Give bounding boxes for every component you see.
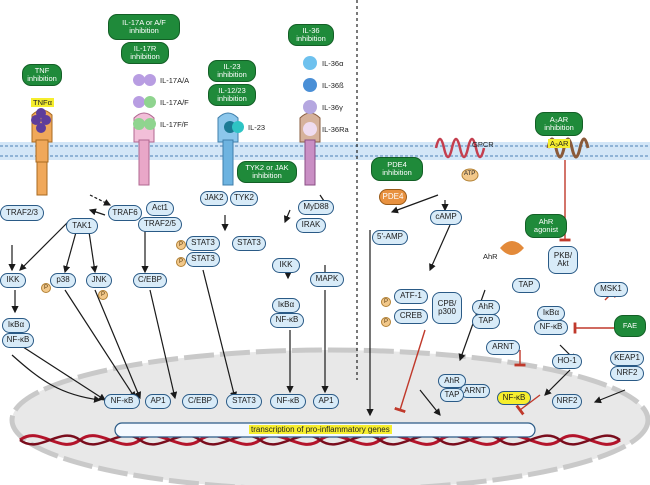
phospho-marker: P <box>176 257 186 267</box>
nuclear-ap1-b: AP1 <box>313 394 339 409</box>
gpcr-receptor <box>434 137 486 159</box>
il17-inhibition-label: IL-17A or A/F inhibition <box>108 14 180 40</box>
nuclear-nfkb-c: NF-κB <box>497 391 531 405</box>
ahr-cyto-node: AhR <box>472 300 500 315</box>
il23-inhibition-label: IL-23 inhibition <box>208 60 256 82</box>
il36-ligands <box>303 56 317 136</box>
atf1-node: ATF-1 <box>394 289 428 304</box>
transcription-label: transcription of pro-inflammatory genes <box>249 425 392 434</box>
il17af-label: IL-17A/F <box>160 98 189 107</box>
ahr-ligand-label: AhR <box>483 252 498 261</box>
nuclear-tap: TAP <box>440 388 464 402</box>
myd88-node: MyD88 <box>298 200 334 215</box>
il17ff-label: IL-17F/F <box>160 120 189 129</box>
inhibition-arrows <box>394 160 617 416</box>
nuclear-cebp: C/EBP <box>182 394 218 409</box>
a3ar-label: A₃AR <box>548 139 571 148</box>
transcription-text: transcription of pro-inflammatory genes <box>249 425 392 434</box>
nfkb-node-right: NF-κB <box>534 320 568 335</box>
nuclear-nfkb-b: NF-κB <box>270 394 306 409</box>
il36ra-label: IL-36Ra <box>322 125 349 134</box>
a3ar-inhibition-label: A₃AR inhibition <box>535 112 583 136</box>
pde4-node: PDE4 <box>379 189 407 205</box>
pde4-inhibition-label: PDE4 inhibition <box>371 157 423 181</box>
il36-inhibition-label: IL-36 inhibition <box>288 24 334 46</box>
nuclear-nfkb-a: NF-κB <box>104 394 140 409</box>
nuclear-stat3: STAT3 <box>226 394 262 409</box>
jak2-node: JAK2 <box>200 191 228 206</box>
tap-free-node: TAP <box>512 278 540 293</box>
nuclear-arnt: ARNT <box>460 384 490 398</box>
ahr-ligand <box>500 241 524 255</box>
tyk2-node: TYK2 <box>230 191 258 206</box>
il17-dimers <box>133 74 156 130</box>
act1-node: Act1 <box>146 201 174 216</box>
il23-ligand <box>224 121 244 133</box>
tap-cyto-node: TAP <box>472 314 500 329</box>
jnk-node: JNK <box>86 273 112 288</box>
traf6-node: TRAF6 <box>108 205 142 221</box>
ikba-node-left: IκBα <box>2 318 30 333</box>
atp-label: ATP <box>464 171 476 177</box>
ikk-node-left: IKK <box>0 273 26 288</box>
ikba-node-right: IκBα <box>537 306 565 321</box>
il36b-label: IL-36ß <box>322 81 344 90</box>
atp-molecule <box>461 168 479 182</box>
keap1-node: KEAP1 <box>610 351 644 366</box>
nucleus <box>9 347 650 485</box>
il23-ligand-label: IL-23 <box>248 123 266 132</box>
stat3-node-c: STAT3 <box>232 236 266 251</box>
tyk2-jak-inhibition-label: TYK2 or JAK inhibition <box>237 161 297 183</box>
arnt-cyto-node: ARNT <box>486 340 520 355</box>
irak-node: IRAK <box>296 218 326 233</box>
signal-arrows <box>8 194 626 417</box>
il17aa-label: IL-17A/A <box>160 76 190 85</box>
ikk-node-middle: IKK <box>272 258 300 273</box>
tnfa-trimer <box>31 108 51 133</box>
ahr-agonist-label: AhR agonist <box>525 214 567 238</box>
il17r-inhibition-label: IL-17R inhibition <box>121 42 169 64</box>
il12-23-inhibition-label: IL-12/23 inhibition <box>208 84 256 106</box>
phospho-marker: P <box>98 290 108 300</box>
cbp-p300-node: CPB/ p300 <box>432 292 462 324</box>
traf23-node: TRAF2/3 <box>0 205 44 221</box>
ho1-node: HO-1 <box>552 354 582 369</box>
phospho-marker: P <box>176 240 186 250</box>
cell-membrane <box>0 142 650 160</box>
nuclear-nrf2: NRF2 <box>552 394 582 409</box>
stat3-node-b: STAT3 <box>186 252 220 267</box>
nuclear-ahr: AhR <box>438 374 466 388</box>
phospho-marker: P <box>381 317 391 327</box>
phospho-marker: P <box>381 297 391 307</box>
5amp-node: 5'-AMP <box>372 230 408 245</box>
il36a-label: IL-36α <box>322 59 344 68</box>
il23-receptor <box>217 112 239 186</box>
tak1-node: TAK1 <box>66 218 98 234</box>
tnf-inhibition-label: TNF inhibition <box>22 64 62 86</box>
nfkb-node-left: NF-κB <box>2 333 34 348</box>
mapk-node: MAPK <box>310 272 344 287</box>
tnfa-label: TNFα <box>31 98 54 107</box>
phospho-marker: P <box>41 283 51 293</box>
ikba-node-middle: IκBα <box>272 298 300 313</box>
il36g-label: IL-36γ <box>322 103 343 112</box>
msk1-node: MSK1 <box>594 282 628 297</box>
cebp-node: C/EBP <box>133 273 167 288</box>
pkb-akt-node: PKB/ Akt <box>548 246 578 274</box>
creb-node: CREB <box>394 309 428 324</box>
nfkb-node-middle: NF-κB <box>270 313 304 328</box>
nuclear-ap1-a: AP1 <box>145 394 171 409</box>
fae-label: FAE <box>614 315 646 337</box>
gpcr-label: GPCR <box>472 140 494 149</box>
stat3-node-a: STAT3 <box>186 236 220 251</box>
traf25-node: TRAF2/5 <box>138 217 182 232</box>
nrf2-cyto-node: NRF2 <box>610 366 644 381</box>
camp-node: cAMP <box>430 210 462 225</box>
p38-node: p38 <box>50 273 76 288</box>
